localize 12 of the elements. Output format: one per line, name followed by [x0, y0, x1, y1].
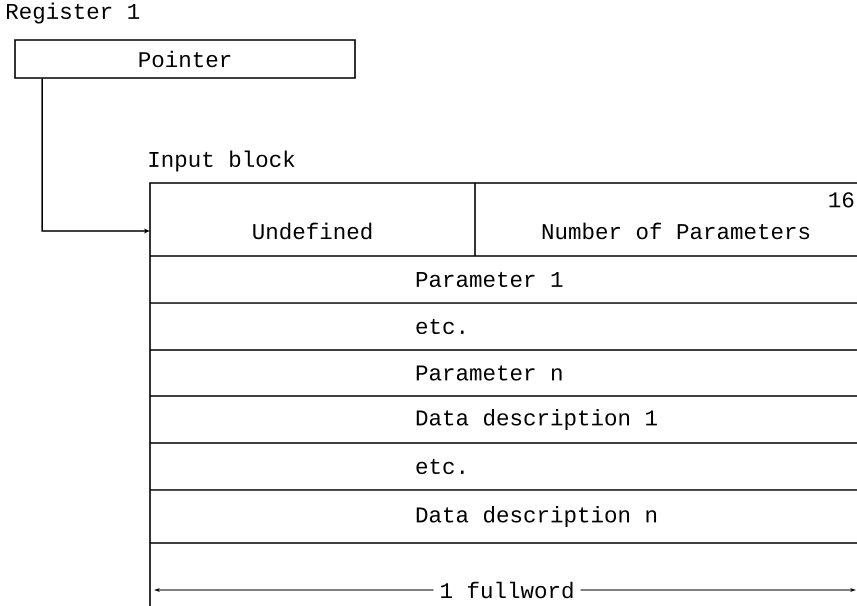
table-cell: Number of Parameters: [474, 183, 810, 256]
dimension-label: 1 fullword: [434, 580, 581, 600]
table-cell: Undefined: [253, 222, 372, 240]
table-row: Parameter n: [150, 349, 857, 381]
node-label: Register 1: [6, 2, 140, 24]
table-row: Data description n: [150, 489, 857, 527]
bit-number: 16: [829, 192, 854, 208]
register-box: Pointer Register 1: [7, 2, 356, 79]
table-row: Data description 1: [150, 395, 857, 430]
table-row: Parameter 1: [150, 255, 857, 288]
table-row: etc.: [150, 302, 857, 334]
table-row: etc.: [150, 442, 857, 474]
